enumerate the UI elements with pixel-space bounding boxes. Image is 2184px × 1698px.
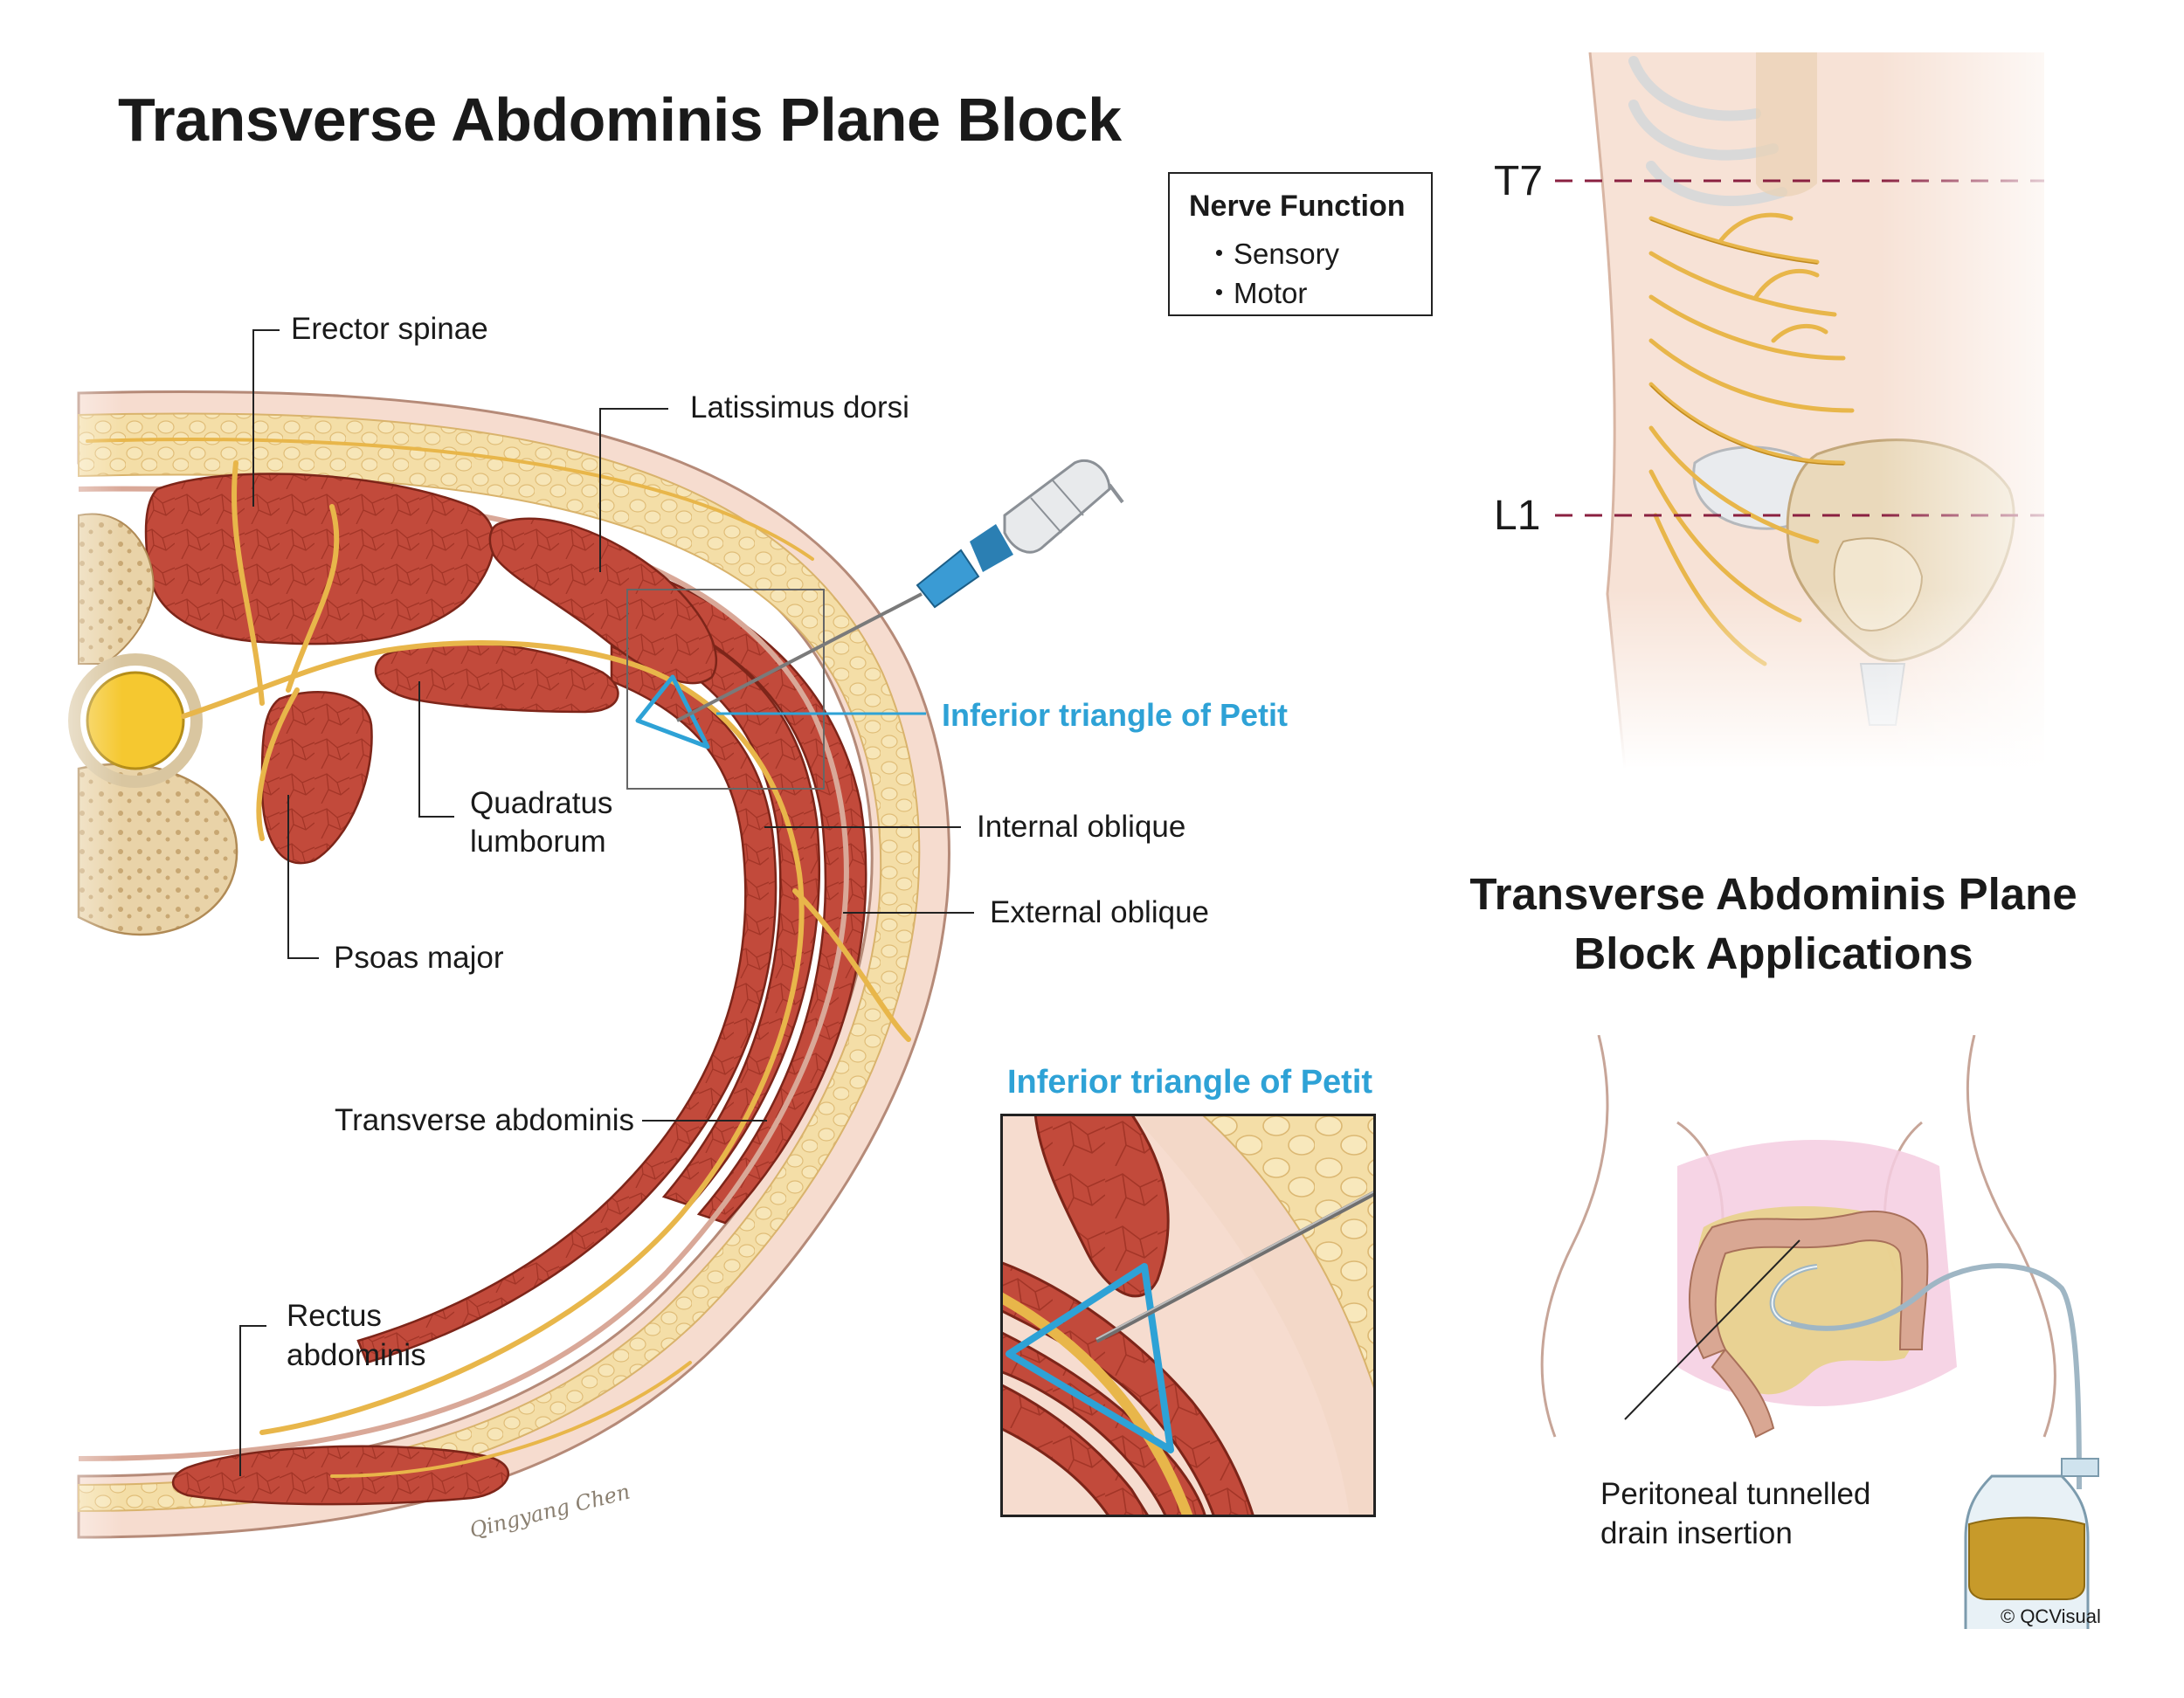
page-title: Transverse Abdominis Plane Block [118, 86, 1122, 154]
leader-quadratus [418, 681, 454, 818]
inset-zoom-panel [1000, 1114, 1376, 1517]
label-external-oblique: External oblique [990, 895, 1209, 929]
leader-rectus [239, 1325, 266, 1476]
level-label-l1: L1 [1494, 493, 1541, 539]
level-label-t7: T7 [1494, 158, 1544, 204]
label-erector-spinae: Erector spinae [291, 312, 488, 346]
label-drain-line2: drain insertion [1600, 1516, 1793, 1550]
nerve-function-legend: Nerve Function ・Sensory ・Motor [1168, 172, 1433, 316]
label-quadratus-lumborum-line2: lumborum [470, 825, 606, 859]
drain-bottle-fluid [1968, 1516, 2085, 1600]
legend-item-sensory: ・Sensory [1205, 238, 1340, 270]
label-rectus-abdominis-line2: abdominis [287, 1338, 426, 1372]
label-rectus-abdominis-line1: Rectus [287, 1299, 382, 1333]
inset-title: Inferior triangle of Petit [1007, 1064, 1373, 1101]
zoom-region-box [626, 589, 825, 790]
leader-erector-spinae [252, 329, 280, 507]
intercostal-nerve [181, 460, 911, 1435]
applications-title: Transverse Abdominis Plane Block Applica… [1469, 869, 2077, 978]
legend-heading: Nerve Function [1189, 190, 1406, 223]
label-transverse-abdominis: Transverse abdominis [335, 1103, 635, 1137]
label-psoas-major: Psoas major [334, 941, 504, 975]
legend-item-motor: ・Motor [1205, 277, 1308, 309]
label-drain-line1: Peritoneal tunnelled [1600, 1477, 1871, 1511]
leader-latissimus-dorsi [599, 408, 668, 572]
syringe [676, 459, 1124, 722]
label-internal-oblique: Internal oblique [977, 810, 1186, 844]
label-inferior-triangle-of-petit: Inferior triangle of Petit [942, 697, 1289, 733]
label-quadratus-lumborum-line1: Quadratus [470, 786, 613, 820]
label-latissimus-dorsi: Latissimus dorsi [690, 390, 909, 424]
torso-dermatome-illustration [1555, 52, 2097, 769]
leader-psoas [287, 795, 319, 959]
copyright-credit: © QCVisual [2001, 1605, 2101, 1627]
